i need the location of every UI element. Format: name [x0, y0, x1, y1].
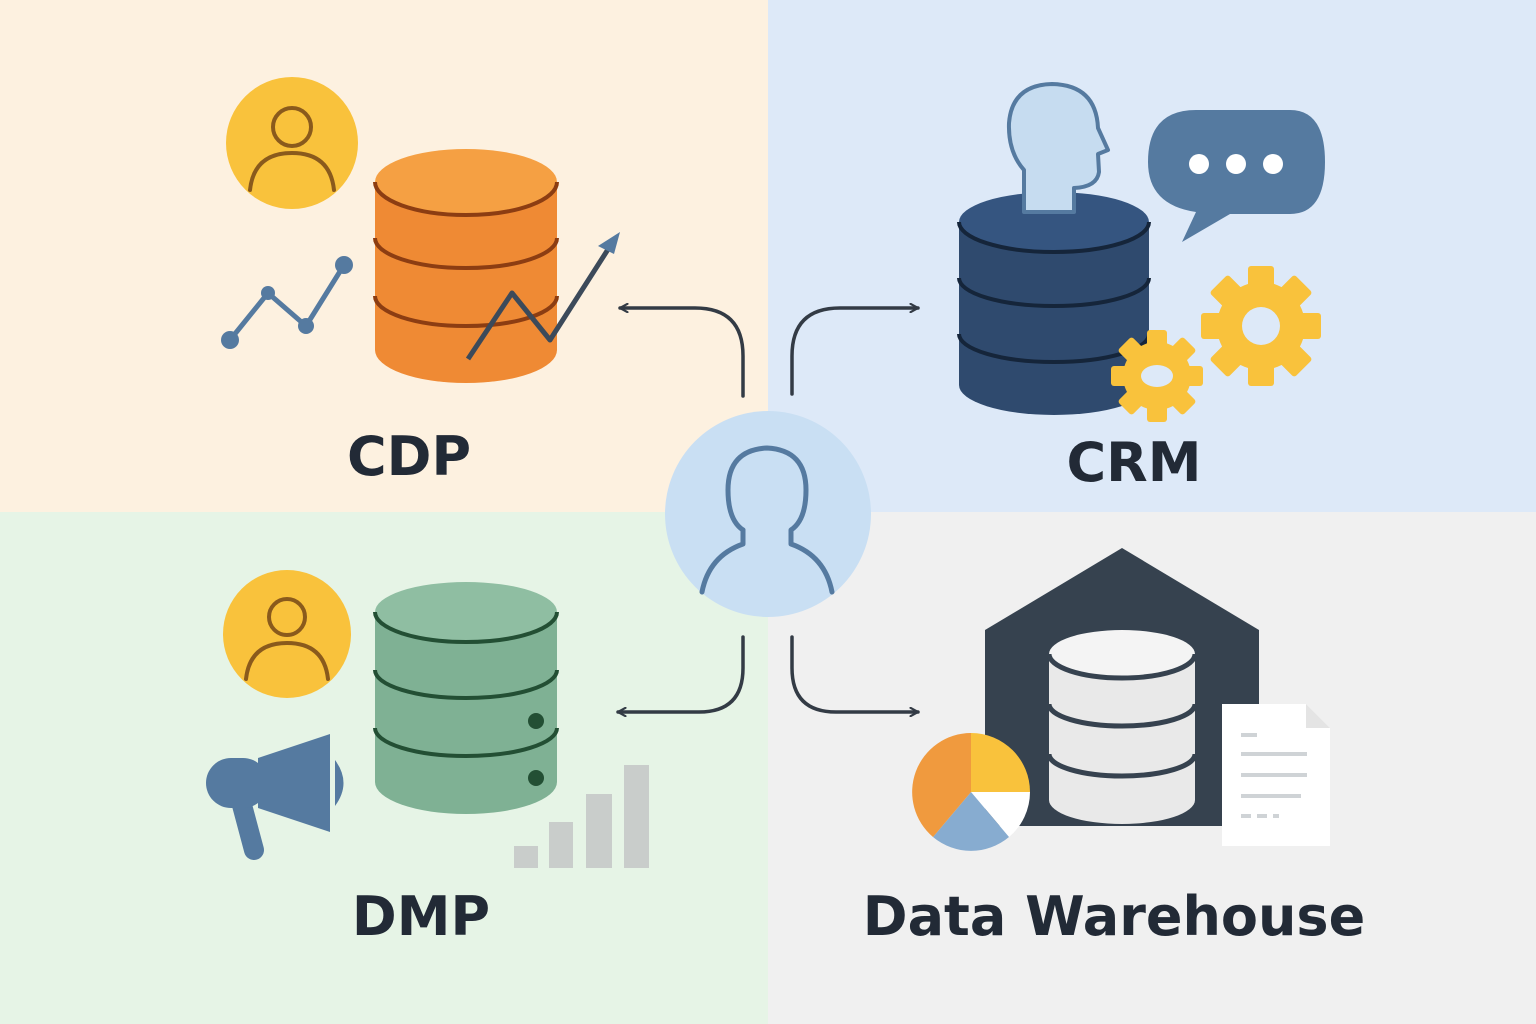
- trend-line-icon: [221, 256, 353, 349]
- head-profile-icon: [1006, 82, 1110, 214]
- crm-quadrant: [768, 0, 1536, 512]
- cdp-label: CDP: [346, 425, 472, 488]
- bar-chart-icon: [514, 765, 649, 868]
- megaphone-icon: [206, 734, 344, 860]
- connector-to-cdp: [618, 308, 745, 398]
- gear-icon-small: [1111, 330, 1203, 422]
- user-badge-icon: [226, 77, 358, 209]
- connector-to-dmp: [616, 635, 745, 712]
- growth-arrow-icon: [465, 232, 620, 361]
- data-warehouse-label: Data Warehouse: [862, 885, 1366, 948]
- crm-label: CRM: [1066, 431, 1202, 494]
- crm-database-icon: [957, 192, 1151, 415]
- chat-bubble-icon: [1148, 110, 1325, 242]
- customer-icon: [665, 411, 871, 617]
- user-badge-icon: [223, 570, 351, 698]
- connector-to-crm: [790, 308, 920, 396]
- dmp-database-icon: [373, 582, 559, 814]
- dmp-label: DMP: [351, 885, 491, 948]
- document-icon: [1222, 704, 1330, 846]
- dwh-database-icon: [1046, 630, 1198, 824]
- cdp-database-icon: [373, 149, 559, 383]
- connector-to-dwh: [790, 635, 920, 712]
- gear-icon: [1201, 266, 1321, 386]
- pie-chart-icon: [912, 733, 1030, 851]
